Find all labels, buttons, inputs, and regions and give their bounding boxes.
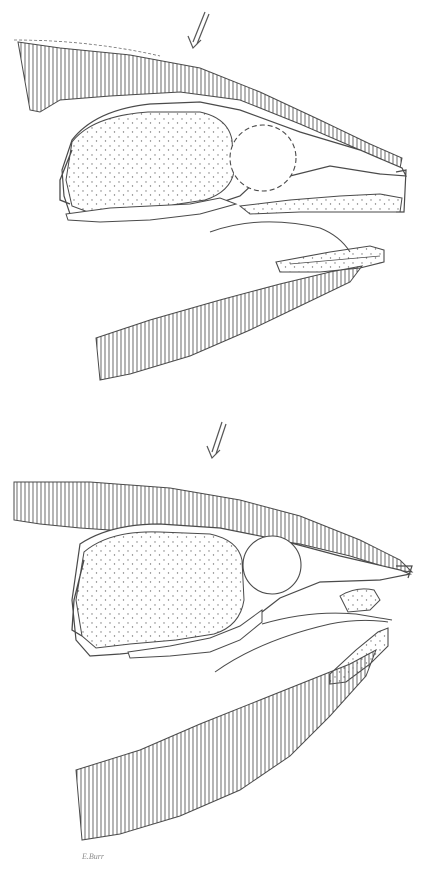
lower-brain [76, 532, 244, 648]
upper-arrow [188, 12, 209, 48]
upper-jaw-bar [240, 194, 402, 214]
lower-orbit [243, 536, 301, 594]
lower-section [14, 422, 412, 840]
upper-mandible [276, 246, 384, 272]
upper-hyoid-strand [210, 222, 350, 252]
lower-hyoid-strand [262, 613, 392, 624]
upper-ventral-band [96, 266, 362, 380]
upper-section [14, 12, 406, 380]
lower-ventral-band [76, 650, 376, 840]
upper-brain [66, 112, 234, 212]
lower-jaw-bulb [340, 589, 380, 612]
artist-signature: E.Burr [82, 852, 104, 861]
lower-arrow [207, 422, 226, 458]
upper-orbit [230, 125, 296, 191]
